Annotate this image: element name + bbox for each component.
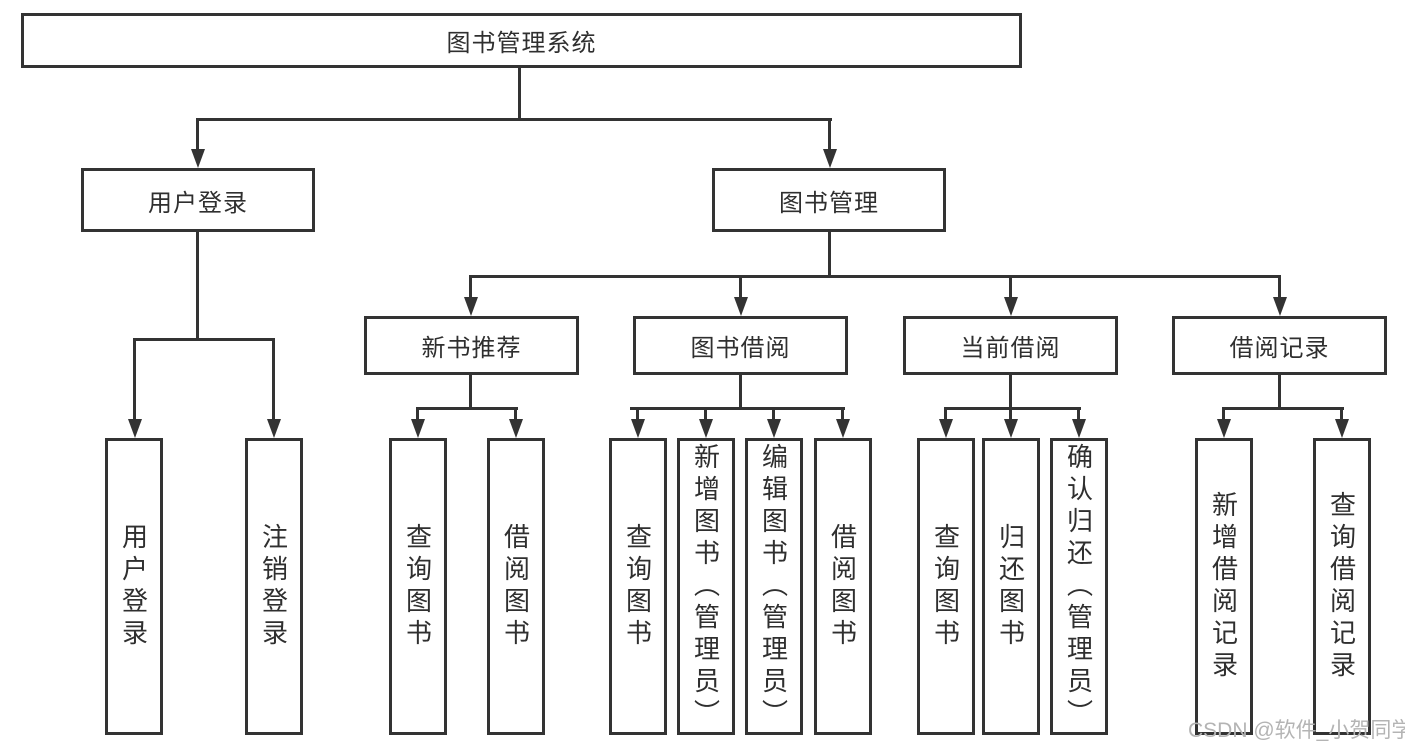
- node-user-login: 用户登录: [81, 168, 315, 232]
- connector-drop-leaf-logout: [272, 338, 275, 420]
- leaf-query-books-2: 查询图书: [609, 438, 667, 735]
- arrowhead-g3-leaf3: [1072, 419, 1086, 438]
- connector-g4-drop2: [1340, 407, 1343, 420]
- connector-manage-splitter: [470, 275, 1281, 278]
- connector-drop-manage: [828, 118, 831, 150]
- arrowhead-g1-leaf1: [411, 419, 425, 438]
- arrowhead-g2-leaf1: [631, 419, 645, 438]
- arrowhead-g3-leaf2: [1004, 419, 1018, 438]
- connector-g4-stem: [1278, 375, 1281, 407]
- connector-g4-drop1: [1222, 407, 1225, 420]
- arrowhead-g4-leaf2: [1335, 419, 1349, 438]
- node-book-borrowing: 图书借阅: [633, 316, 848, 375]
- connector-g3-splitter: [944, 407, 1081, 410]
- connector-root-stem: [518, 68, 521, 118]
- connector-g1-drop2: [514, 407, 517, 420]
- arrowhead-g2-leaf3: [767, 419, 781, 438]
- connector-g3-drop3: [1077, 407, 1080, 420]
- leaf-add-borrow-record: 新增借阅记录: [1195, 438, 1253, 735]
- connector-login-stem: [196, 232, 199, 338]
- leaf-query-books: 查询图书: [389, 438, 447, 735]
- connector-g3-drop1: [944, 407, 947, 420]
- arrowhead-leaf-user-login: [128, 419, 142, 438]
- connector-g3-drop2: [1009, 407, 1012, 420]
- arrowhead-g3-leaf1: [939, 419, 953, 438]
- node-book-management: 图书管理: [712, 168, 946, 232]
- connector-manage-stem: [828, 232, 831, 275]
- arrowhead-leaf-logout: [267, 419, 281, 438]
- node-library-system: 图书管理系统: [21, 13, 1022, 68]
- connector-g1-drop1: [416, 407, 419, 420]
- leaf-user-login: 用户登录: [105, 438, 163, 735]
- csdn-watermark: CSDN @软件_小贺同学: [1188, 719, 1405, 742]
- connector-drop-login: [196, 118, 199, 150]
- leaf-return-books: 归还图书: [982, 438, 1040, 735]
- leaf-borrow-books-2: 借阅图书: [814, 438, 872, 735]
- connector-g2-drop4: [841, 407, 844, 420]
- connector-g1-stem: [469, 375, 472, 407]
- connector-login-splitter: [133, 338, 275, 341]
- arrowhead-g1-leaf2: [509, 419, 523, 438]
- connector-g2-drop2: [704, 407, 707, 420]
- connector-g2-drop3: [772, 407, 775, 420]
- connector-root-splitter: [196, 118, 832, 121]
- leaf-confirm-return-admin: 确认归还（管理员）: [1050, 438, 1108, 735]
- leaf-borrow-books: 借阅图书: [487, 438, 545, 735]
- arrowhead-borrow: [734, 297, 748, 316]
- arrowhead-g4-leaf1: [1217, 419, 1231, 438]
- arrowhead-g2-leaf2: [699, 419, 713, 438]
- arrowhead-recommend: [464, 297, 478, 316]
- arrowhead-records: [1273, 297, 1287, 316]
- arrowhead-g2-leaf4: [836, 419, 850, 438]
- node-borrowing-records: 借阅记录: [1172, 316, 1387, 375]
- connector-g2-stem: [739, 375, 742, 407]
- leaf-query-books-3: 查询图书: [917, 438, 975, 735]
- node-current-borrowing: 当前借阅: [903, 316, 1118, 375]
- node-new-book-recommendation: 新书推荐: [364, 316, 579, 375]
- connector-drop-recommend: [469, 275, 472, 298]
- connector-drop-current: [1009, 275, 1012, 298]
- connector-g2-drop1: [636, 407, 639, 420]
- arrowhead-current: [1004, 297, 1018, 316]
- connector-drop-borrow: [739, 275, 742, 298]
- connector-g4-splitter: [1222, 407, 1344, 410]
- connector-g1-splitter: [416, 407, 518, 410]
- arrowhead-manage: [823, 149, 837, 168]
- leaf-query-borrow-record: 查询借阅记录: [1313, 438, 1371, 735]
- connector-drop-leaf-user-login: [133, 338, 136, 420]
- leaf-edit-books-admin: 编辑图书（管理员）: [745, 438, 803, 735]
- connector-g2-splitter: [630, 407, 845, 410]
- leaf-add-books-admin: 新增图书（管理员）: [677, 438, 735, 735]
- connector-drop-records: [1278, 275, 1281, 298]
- arrowhead-login: [191, 149, 205, 168]
- connector-g3-stem: [1009, 375, 1012, 407]
- leaf-logout: 注销登录: [245, 438, 303, 735]
